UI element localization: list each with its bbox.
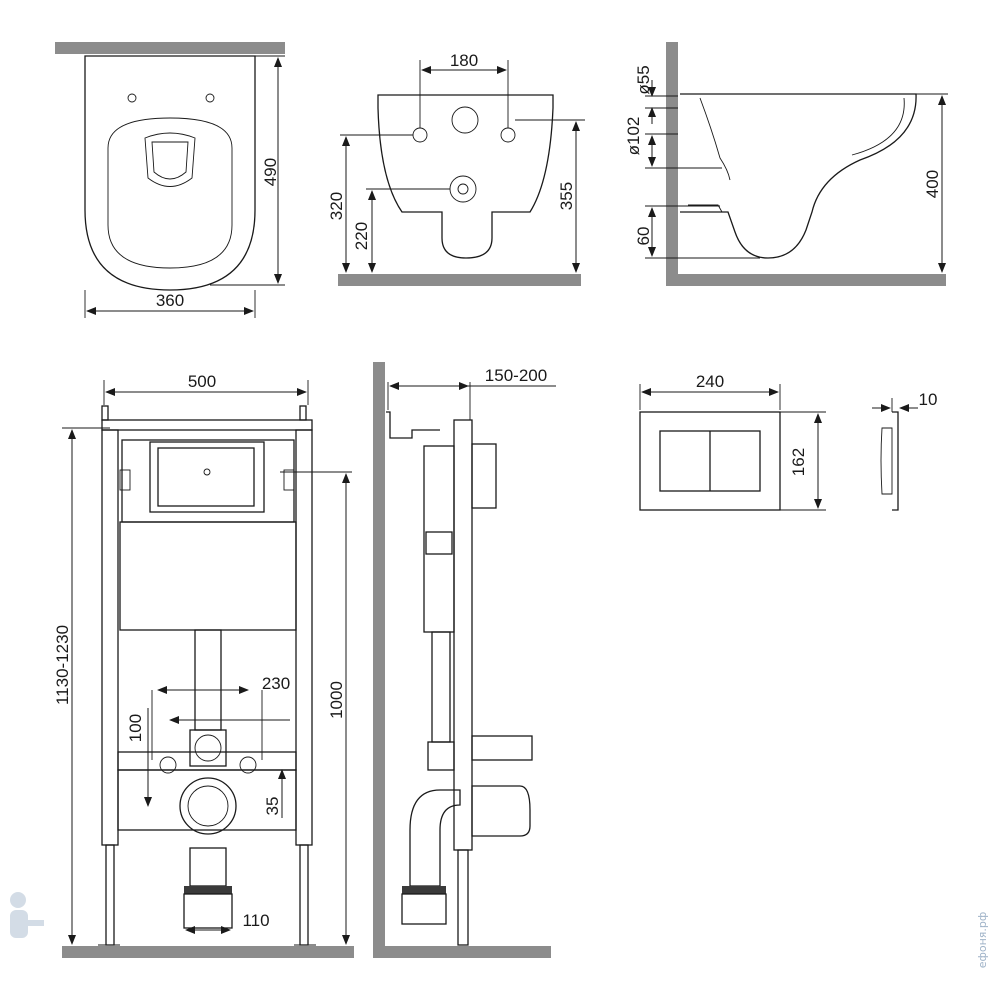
wall-side (666, 42, 678, 286)
dim-h1000: 1000 (327, 681, 346, 719)
dim-h355: 355 (557, 182, 576, 210)
dim-holes-spacing: 180 (450, 51, 478, 70)
floor-side (666, 274, 946, 286)
dim-frame-width: 500 (188, 372, 216, 391)
dim-plate-height: 162 (789, 448, 808, 476)
floor-front (338, 274, 581, 286)
bowl-front-view: 180 320 220 355 (327, 51, 585, 286)
dim-h100: 100 (126, 714, 145, 742)
watermark-text: ефоня.рф (976, 912, 989, 969)
dim-h35: 35 (263, 797, 282, 816)
frame-side-view: 150-200 (373, 362, 556, 958)
dim-w110: 110 (242, 911, 269, 930)
dim-w230: 230 (262, 674, 290, 693)
wall-frame-side (373, 362, 385, 958)
dim-d102: ø102 (624, 117, 643, 156)
dim-h60: 60 (634, 227, 653, 246)
bowl-side-view: ø55 ø102 60 400 (624, 42, 948, 286)
flush-plate-side: 10 (872, 390, 938, 511)
dim-h400: 400 (923, 170, 942, 198)
watermark-mascot (10, 892, 44, 938)
dim-h220: 220 (352, 222, 371, 250)
dim-frame-height-range: 1130-1230 (53, 625, 72, 705)
frame-front-view: 500 1130-1230 1000 230 100 35 110 (53, 372, 354, 958)
dim-seat-width: 360 (156, 291, 184, 310)
dim-seat-height: 490 (261, 158, 280, 186)
seat-top-view: 490 360 (55, 42, 285, 318)
dim-frame-depth: 150-200 (485, 366, 547, 385)
flush-plate-front: 240 162 (639, 372, 826, 511)
floor-frame-side (373, 946, 551, 958)
dim-d55: ø55 (634, 65, 653, 94)
floor-frame (62, 946, 354, 958)
dim-plate-width: 240 (696, 372, 724, 391)
dim-plate-depth: 10 (919, 390, 938, 409)
dim-h320: 320 (327, 192, 346, 220)
wall-top (55, 42, 285, 54)
